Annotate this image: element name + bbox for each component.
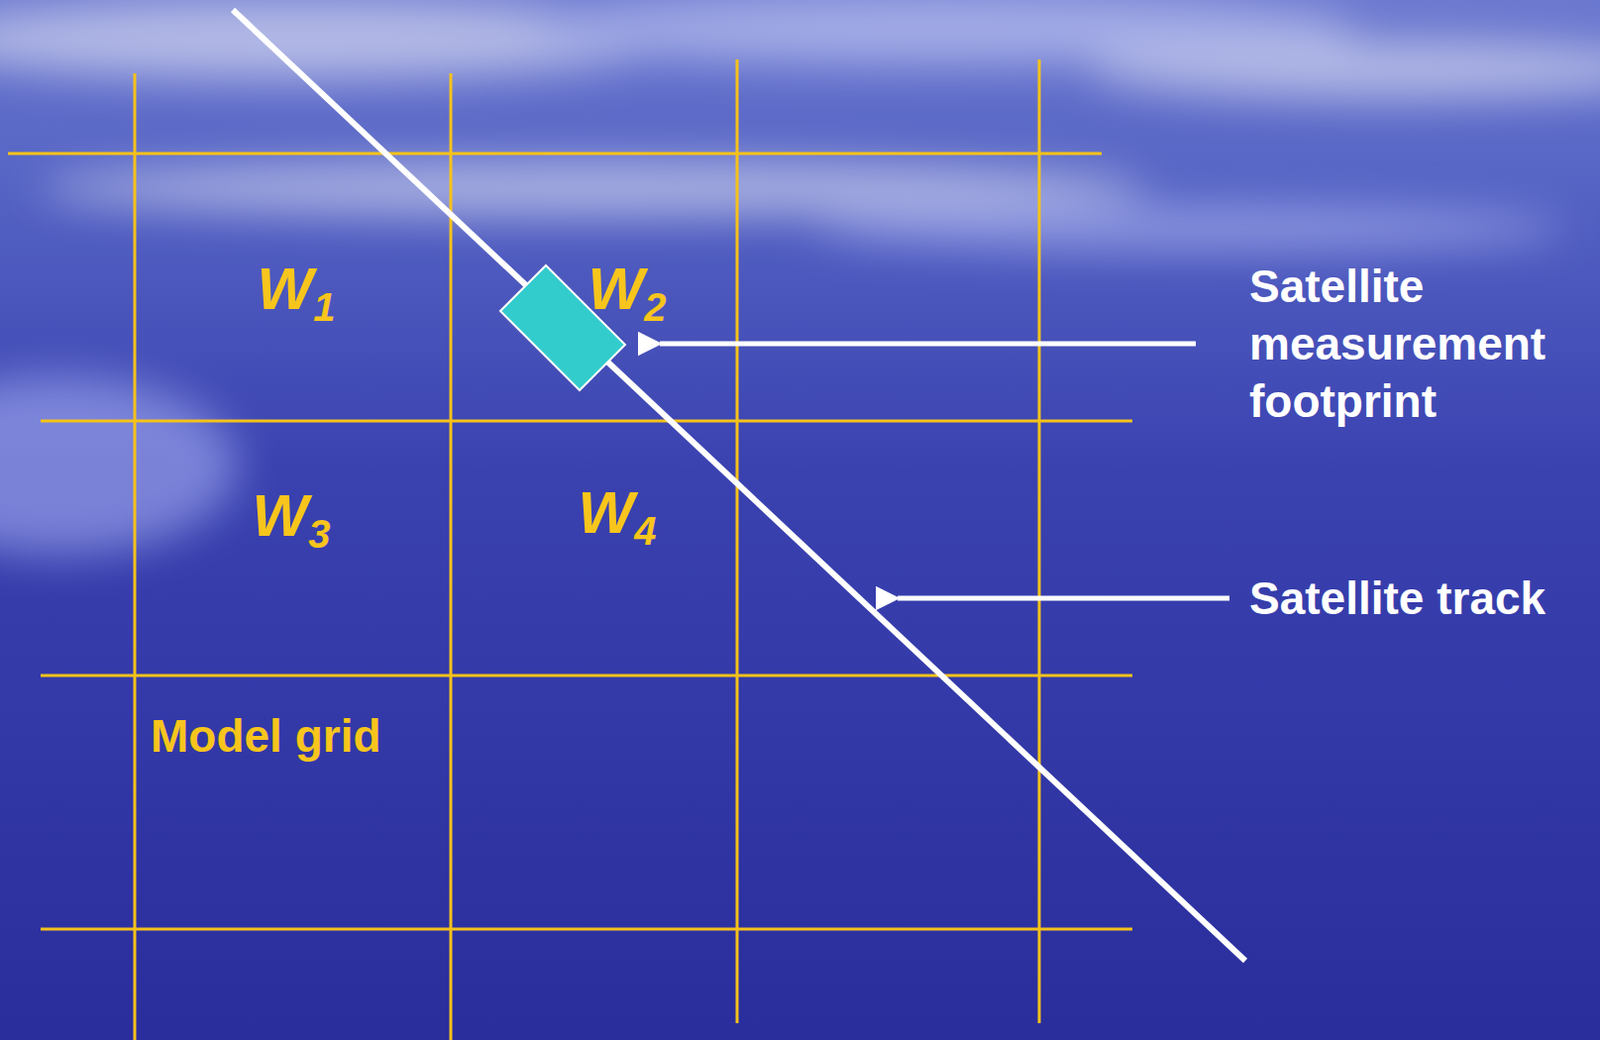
model-grid	[7, 59, 1133, 1040]
leader-arrow	[659, 341, 1196, 347]
callout-label: Satellite track	[1249, 569, 1587, 628]
callout-label: Satellite measurement footprint	[1249, 257, 1577, 430]
grid-label: Model grid	[150, 708, 382, 766]
leader-arrow	[897, 596, 1230, 602]
cell-weight: W3	[252, 478, 331, 559]
cloud-streaks	[0, 0, 1600, 555]
satellite-track-line	[232, 9, 1246, 961]
cell-weight: W1	[257, 251, 336, 332]
cell-weight: W2	[588, 251, 667, 332]
cell-weight: W4	[578, 475, 657, 556]
